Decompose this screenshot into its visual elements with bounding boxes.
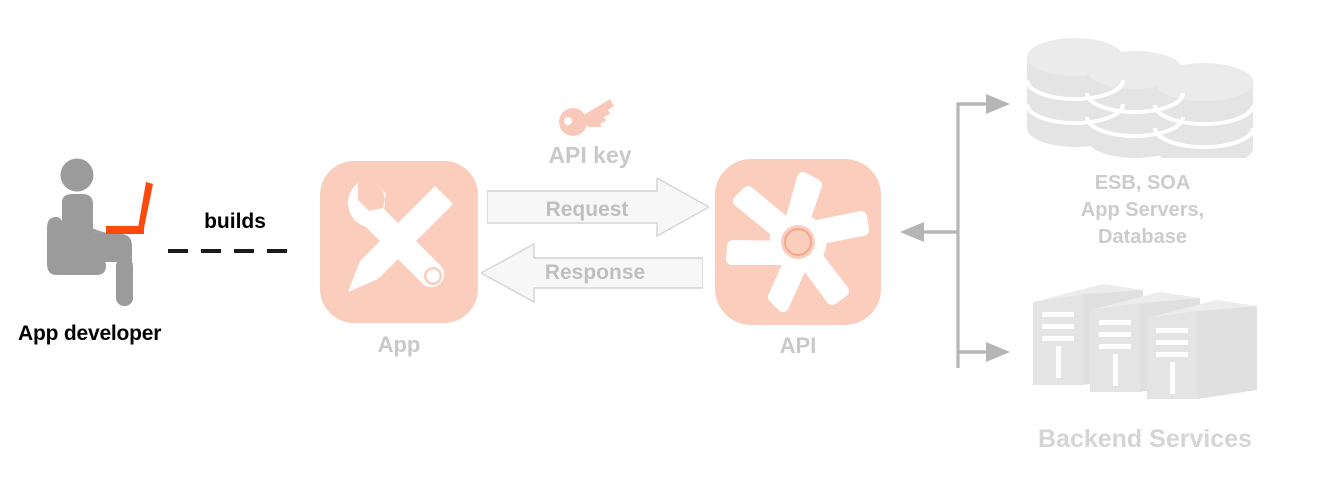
database-tier-label: ESB, SOA App Servers, Database [1000,170,1285,251]
developer-label: App developer [18,322,162,345]
database-tier-line-2: App Servers, [1080,199,1205,221]
database-tier-line-1: ESB, SOA [1094,172,1191,194]
backend-services-label: Backend Services [1037,425,1253,453]
api-node[interactable] [715,159,881,325]
tools-wrench-pencil-icon [348,183,453,292]
key-icon [558,96,614,138]
response-label: Response [544,261,646,284]
database-tier-line-3: Database [1098,226,1187,248]
request-label: Request [545,198,629,221]
backend-connector-lines [888,88,1018,368]
builds-dashed-line [168,243,304,253]
app-label: App [377,332,421,357]
app-node[interactable] [320,161,478,323]
response-flow-arrow [479,242,704,304]
api-label: API [779,333,817,358]
database-stack-icon [1023,36,1263,167]
server-rack-icon [1025,282,1261,399]
api-hub-star-icon [726,172,869,312]
seated-developer-icon [40,158,170,313]
builds-label: builds [204,210,266,233]
api-key-label: API key [548,142,632,168]
request-flow-arrow [486,176,711,238]
